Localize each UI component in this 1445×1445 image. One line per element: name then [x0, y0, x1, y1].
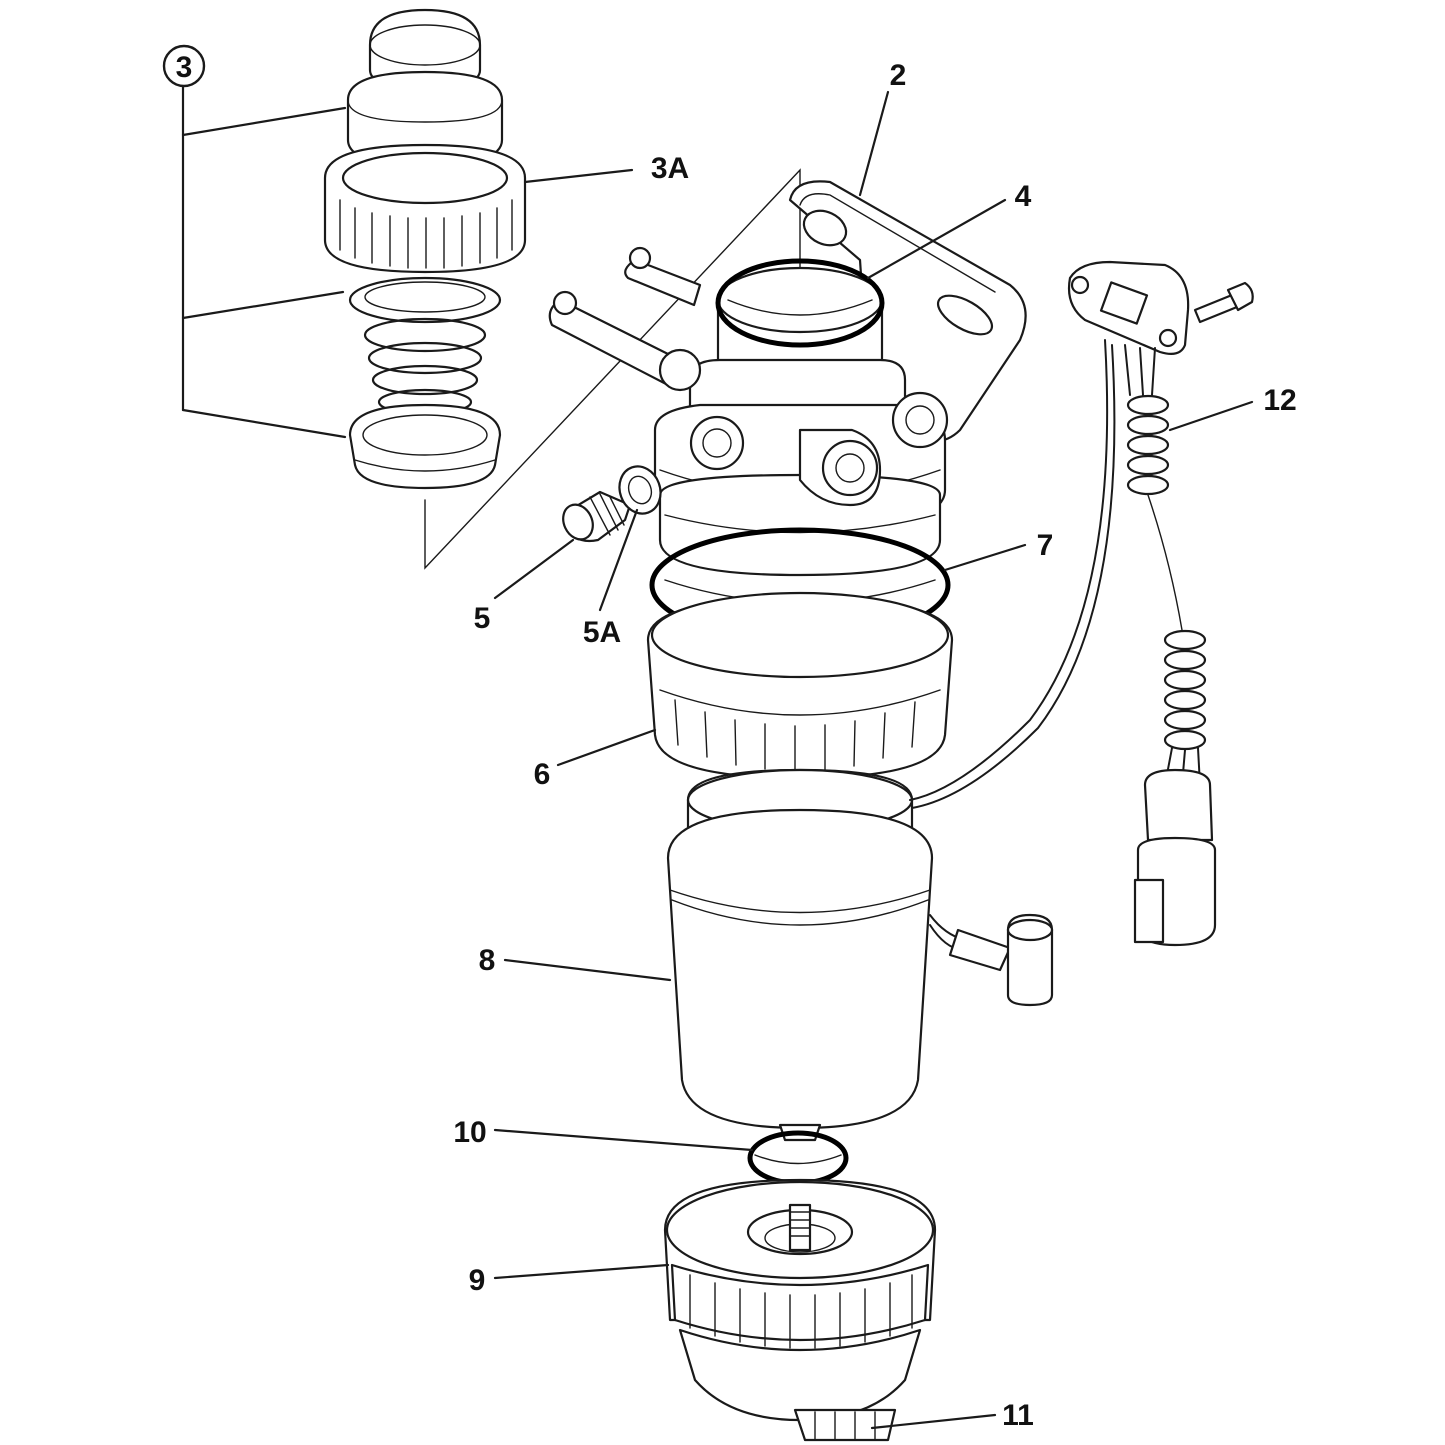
part-8-filter-element: [666, 768, 934, 1142]
label-9: 9: [469, 1264, 486, 1297]
label-10: 10: [453, 1116, 486, 1149]
part-2-mounting-bracket: [788, 180, 1027, 443]
label-7: 7: [1037, 529, 1054, 562]
part-9-water-bowl: [663, 1178, 937, 1422]
label-5a: 5A: [583, 616, 621, 649]
callout-labels: 3 2 3A 4 12 7 5 5A 6 8 10 9 11: [162, 44, 1297, 1432]
part-6-retaining-ring: [646, 591, 954, 780]
part-5a-washer: [618, 465, 662, 515]
part-11-drain-valve: [793, 1408, 897, 1442]
part-12-sensor-harness: [1067, 260, 1254, 947]
label-12: 12: [1263, 384, 1296, 417]
label-5: 5: [474, 602, 491, 635]
label-3a: 3A: [651, 152, 689, 185]
label-4: 4: [1015, 180, 1032, 213]
label-3-circle: [162, 44, 206, 88]
part-3-bracket-leaders: [181, 82, 347, 439]
filter-head: [548, 246, 949, 577]
label-8: 8: [479, 944, 496, 977]
part-3-spring: [363, 317, 487, 416]
part-4-o-ring: [715, 258, 885, 348]
callout-leaders: [493, 90, 1254, 1430]
alignment-guide-lines: [424, 168, 801, 570]
part-3-cap-assembly: [346, 8, 504, 167]
water-sensor-lead: [909, 339, 1116, 1007]
part-5-bleed-screw: [562, 490, 632, 543]
label-6: 6: [534, 758, 551, 791]
part-3-seal-disc: [348, 276, 502, 324]
part-3a-lock-ring: [323, 143, 527, 274]
label-3: 3: [176, 51, 193, 84]
label-11: 11: [1002, 1399, 1034, 1432]
label-2: 2: [890, 59, 907, 92]
part-3-base-cup: [348, 403, 502, 490]
